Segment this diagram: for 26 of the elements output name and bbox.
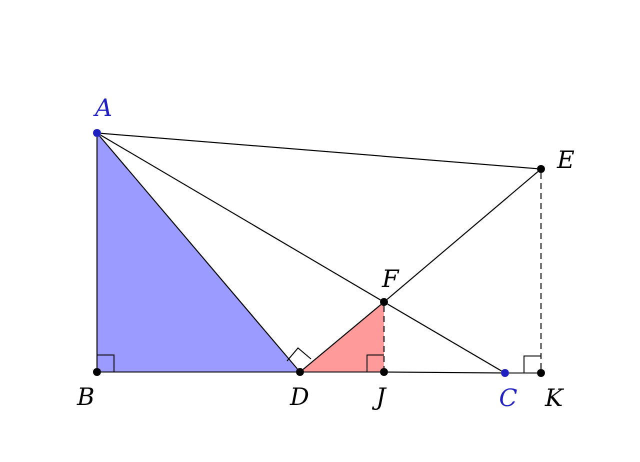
point-label: B xyxy=(77,384,95,410)
point-label: D xyxy=(290,384,310,410)
line-segment xyxy=(509,372,537,374)
point-dot xyxy=(537,165,545,173)
point-dot xyxy=(93,129,101,137)
line-segment xyxy=(101,371,296,373)
line-segment xyxy=(387,304,502,372)
line-segment xyxy=(388,371,501,374)
point-dot xyxy=(380,368,388,376)
line-segment xyxy=(100,132,538,170)
point-dot xyxy=(537,369,545,377)
point-label: E xyxy=(557,147,575,173)
point-dot xyxy=(93,368,101,376)
point-dot xyxy=(296,368,304,376)
point-dot xyxy=(380,298,388,306)
dashed-line xyxy=(383,306,385,368)
dashed-line xyxy=(540,173,542,369)
point-dot xyxy=(501,369,509,377)
point-label: K xyxy=(545,385,563,411)
point-label: A xyxy=(95,95,112,121)
point-label: F xyxy=(382,266,399,292)
line-segment xyxy=(304,371,380,373)
point-label: C xyxy=(499,385,518,411)
line-segment xyxy=(100,134,381,300)
line-segment xyxy=(96,137,98,368)
line-segment xyxy=(386,171,538,300)
